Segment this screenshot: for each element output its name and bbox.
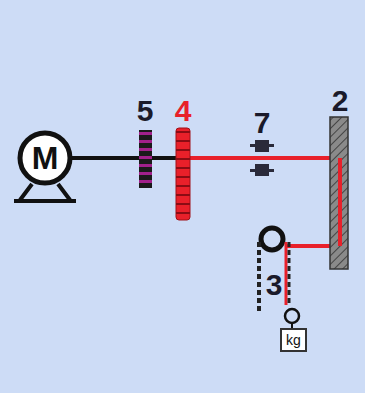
motor-shaft bbox=[72, 156, 180, 160]
sprocket-3 bbox=[259, 228, 299, 328]
gear-2 bbox=[330, 117, 348, 269]
gear-5 bbox=[139, 130, 152, 188]
callout-number: 3 bbox=[266, 270, 283, 300]
callout-number: 4 bbox=[175, 96, 192, 126]
callout-number: 2 bbox=[332, 86, 349, 116]
weight-box: kg bbox=[280, 328, 307, 352]
motor-base bbox=[14, 184, 76, 201]
callout-number: 5 bbox=[137, 96, 154, 126]
node-text: M bbox=[32, 142, 59, 174]
callout-number: 7 bbox=[254, 108, 271, 138]
bearing-7 bbox=[250, 140, 274, 176]
motor-circle: M bbox=[17, 130, 73, 186]
node-text: kg bbox=[286, 333, 301, 347]
gear-4 bbox=[176, 128, 190, 220]
